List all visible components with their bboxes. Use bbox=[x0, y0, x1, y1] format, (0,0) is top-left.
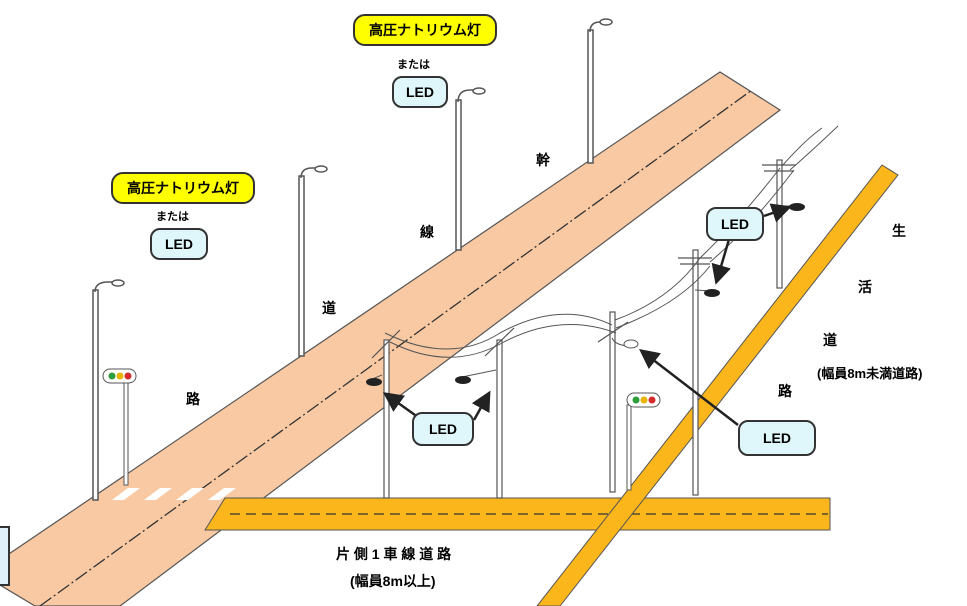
utility-pole-5 bbox=[762, 159, 796, 289]
or-label-left: または bbox=[156, 211, 189, 223]
hps-label-top: 高圧ナトリウム灯 bbox=[353, 14, 497, 46]
trunk-road-char-4: 路 bbox=[186, 391, 200, 407]
led-luminaire-1 bbox=[366, 374, 383, 386]
or-label-top: または bbox=[397, 59, 430, 71]
trunk-road-char-3: 道 bbox=[322, 300, 336, 316]
trunk-road-centerline bbox=[39, 89, 753, 606]
traffic-signal-left bbox=[102, 368, 137, 486]
led-luminaire-2 bbox=[455, 369, 497, 384]
led-luminaire-4 bbox=[694, 289, 720, 297]
led-label-mid: LED bbox=[412, 412, 474, 446]
life-road-char-2: 活 bbox=[858, 279, 872, 295]
utility-pole-2 bbox=[484, 327, 515, 499]
street-light-3 bbox=[455, 87, 486, 251]
led-luminaire-3 bbox=[611, 337, 639, 349]
life-road-char-3: 道 bbox=[823, 332, 837, 348]
led-label-top: LED bbox=[392, 76, 448, 108]
utility-pole-1 bbox=[371, 329, 401, 499]
one-lane-road-label: 片 側 1 車 線 道 路 bbox=[336, 546, 452, 562]
led-label-right-lower: LED bbox=[738, 420, 816, 456]
street-light-1 bbox=[92, 279, 125, 501]
trunk-road-char-1: 幹 bbox=[536, 152, 550, 168]
trunk-road-char-2: 線 bbox=[420, 224, 434, 240]
hps-label-left: 高圧ナトリウム灯 bbox=[111, 172, 255, 204]
life-road-char-4: 路 bbox=[778, 383, 792, 399]
trunk-road bbox=[0, 71, 782, 606]
life-road-char-1: 生 bbox=[892, 223, 906, 239]
street-light-2 bbox=[298, 165, 328, 357]
life-road-width: (幅員8m未満道路) bbox=[817, 366, 923, 381]
led-label-left: LED bbox=[150, 228, 208, 260]
led-label-right-upper: LED bbox=[706, 207, 764, 241]
crosswalk bbox=[112, 488, 236, 500]
life-road bbox=[536, 164, 899, 606]
utility-pole-4 bbox=[678, 249, 712, 496]
traffic-signal-right bbox=[626, 392, 661, 491]
edge-panel bbox=[0, 526, 10, 586]
one-lane-road-width: (幅員8m以上) bbox=[350, 573, 436, 589]
street-light-4 bbox=[587, 18, 613, 164]
